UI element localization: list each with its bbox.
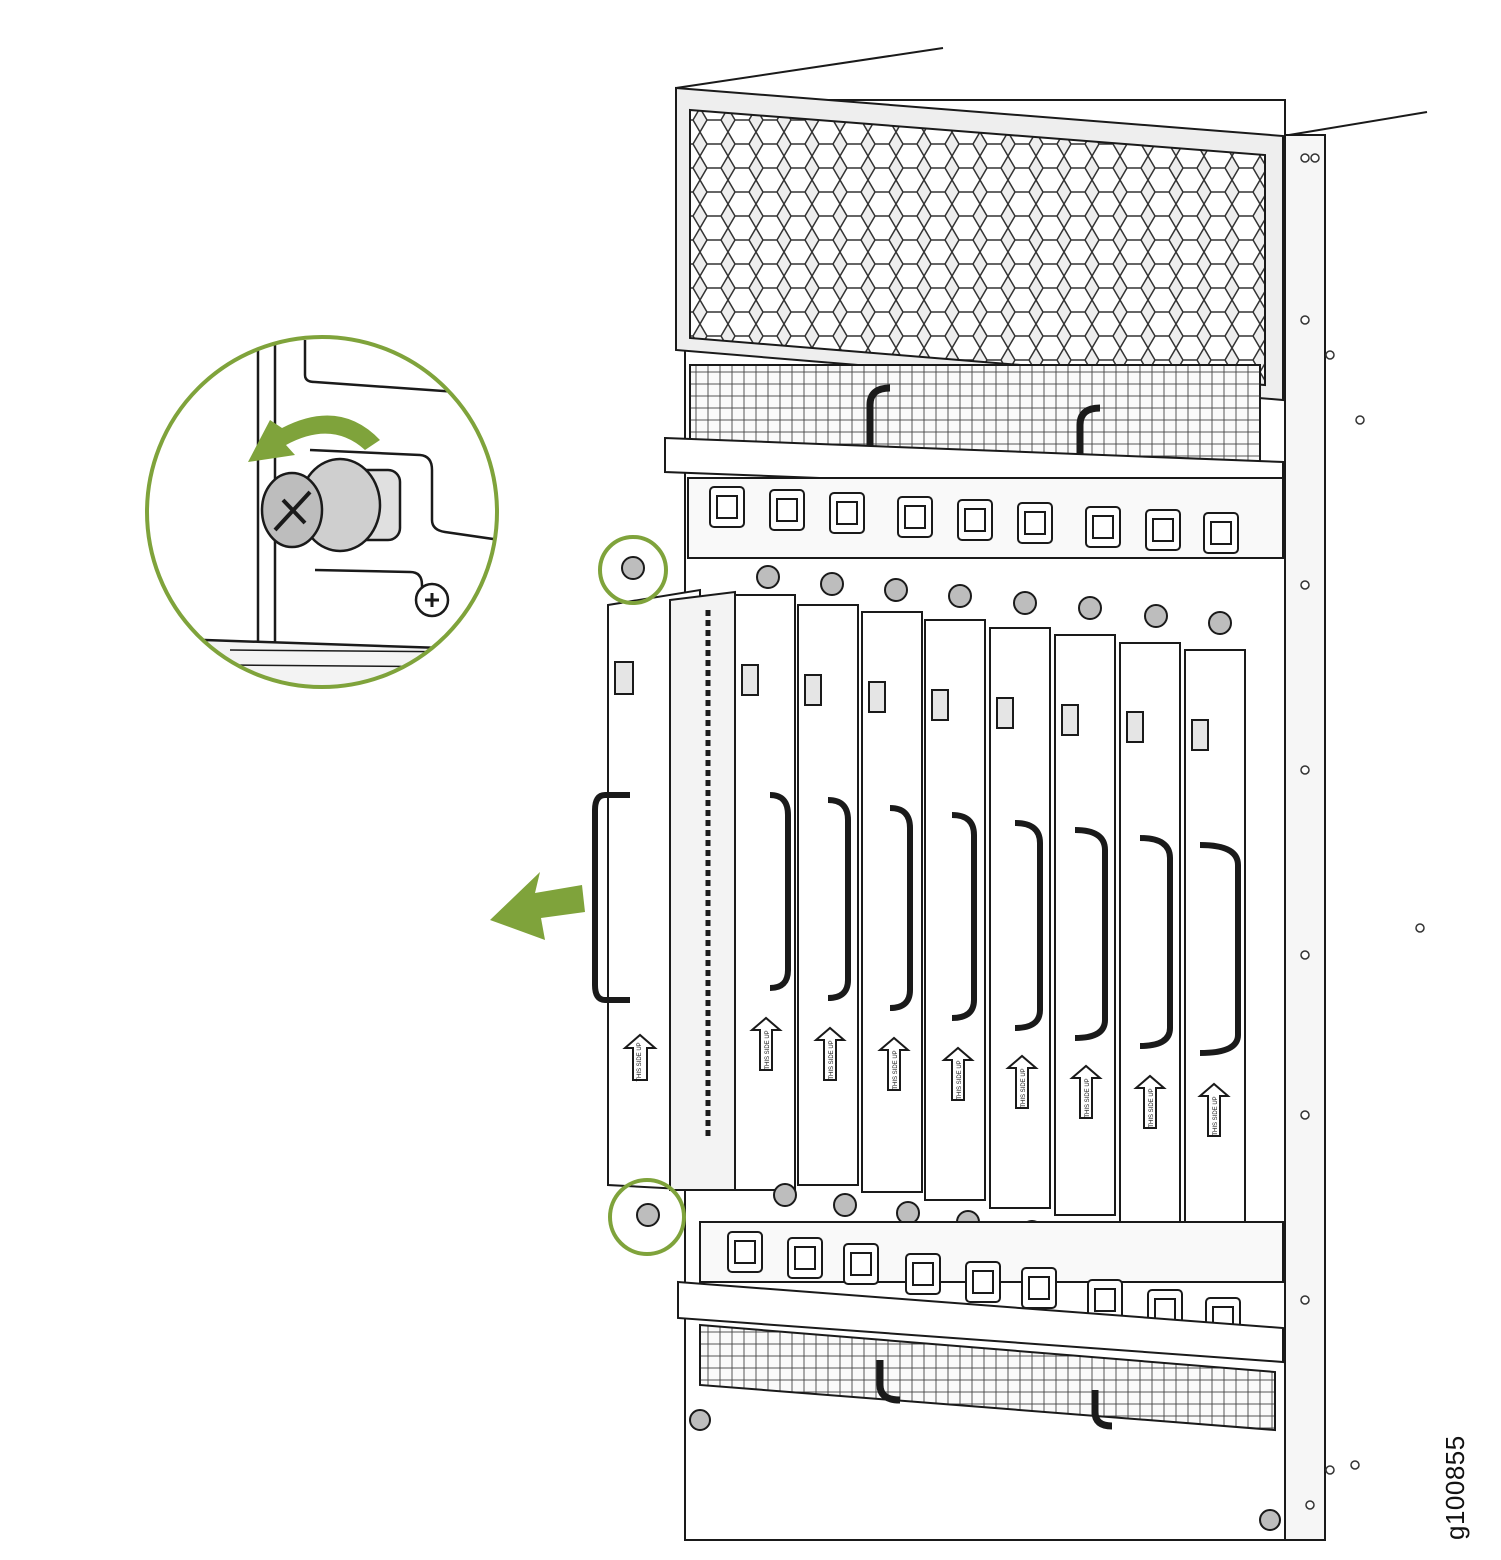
captive-screw-icon [756,565,780,589]
captive-screw-icon [1013,591,1037,615]
pem-module: THIS SIDE UP [924,584,986,1234]
this-side-up-arrow [941,1046,975,1101]
module-label: THIS SIDE UP [1021,1068,1027,1107]
rotate-counterclockwise-arrow-icon [248,415,380,462]
pem-handle [1139,835,1173,1049]
captive-screw-icon [896,1201,920,1225]
pem-module: THIS SIDE UP [1119,604,1181,1267]
pem-handle [1014,820,1043,1031]
power-inlet [957,499,993,541]
pem-handle [951,812,977,1021]
chassis-feet [689,1409,1281,1531]
filter-handle-right [1076,404,1101,480]
captive-screw-icon [1208,611,1232,635]
top-fan-tray [675,86,1284,480]
power-inlet [843,1243,879,1285]
zoom-inset [145,335,499,689]
power-inlet [897,496,933,538]
power-inlet [905,1253,941,1295]
pem-module: THIS SIDE UP [797,572,859,1217]
bottom-captive-screw-highlight [608,1178,686,1256]
chassis-top-edge [675,47,944,89]
this-side-up-arrow [622,1033,658,1081]
top-captive-screw-highlight [598,535,668,605]
module-label: THIS SIDE UP [765,1030,771,1069]
power-inlet [829,492,865,534]
pem-handle [1199,842,1241,1056]
chassis-side-panel [1284,134,1326,1541]
pem-handle [827,797,851,1001]
power-inlet [727,1231,763,1273]
this-side-up-arrow [749,1016,783,1071]
pem-module: THIS SIDE UP [1054,596,1116,1257]
module-label: THIS SIDE UP [893,1050,899,1089]
power-inlet [787,1237,823,1279]
captive-screw-icon [1078,596,1102,620]
this-side-up-arrow [1197,1082,1231,1137]
bottom-power-inlet-row [699,1221,1284,1339]
pem-module: THIS SIDE UP [734,565,797,1207]
removed-pem-module: THIS SIDE UP [592,556,736,1227]
bottom-air-filter [699,1323,1276,1432]
this-side-up-arrow [813,1026,847,1081]
bottom-rail [677,1280,1284,1364]
top-power-inlet-row [687,477,1284,559]
module-label: THIS SIDE UP [1213,1096,1219,1135]
power-inlet [965,1261,1001,1303]
captive-screw-icon [1144,604,1168,628]
captive-screw-icon [833,1193,857,1217]
power-inlet [1203,512,1239,554]
filter-handle-left [866,384,891,470]
module-label: THIS SIDE UP [1149,1088,1155,1127]
captive-screw-icon [621,556,645,580]
module-label: THIS SIDE UP [637,1042,643,1081]
chassis-side-edge [1282,111,1428,137]
power-inlet [1017,502,1053,544]
pem-handle [1074,827,1108,1041]
this-side-up-arrow [1069,1064,1103,1119]
module-label: THIS SIDE UP [957,1060,963,1099]
power-inlet [1085,506,1121,548]
power-inlet [1021,1267,1057,1309]
pem-handle [592,792,630,1003]
pull-out-arrow-icon [490,872,585,940]
module-label: THIS SIDE UP [1085,1078,1091,1117]
zoom-inset-border [145,335,499,689]
pem-module: THIS SIDE UP [861,578,923,1225]
captive-screw-icon [260,457,402,553]
power-inlet [769,489,805,531]
pem-module: THIS SIDE UP [1184,611,1246,1277]
side-panel-holes [1300,153,1425,1510]
filter-handle-left [876,1360,901,1404]
filter-handle-right [1091,1390,1113,1430]
pem-handle [889,805,913,1011]
this-side-up-arrow [1005,1054,1039,1109]
pem-module: THIS SIDE UP [989,591,1051,1244]
power-inlet [709,486,745,528]
installed-pem-modules: THIS SIDE UP THIS SIDE UP THIS SIDE UP [734,565,1246,1277]
pem-handle [769,792,791,991]
captive-screw-icon [773,1183,797,1207]
figure-id-label: g100855 [1440,1435,1470,1540]
captive-screw-icon [636,1203,660,1227]
this-side-up-arrow [1133,1074,1167,1129]
captive-screw-icon [948,584,972,608]
module-label: THIS SIDE UP [829,1040,835,1079]
power-inlet [1145,509,1181,551]
captive-screw-icon [820,572,844,596]
captive-screw-icon [884,578,908,602]
this-side-up-arrow [877,1036,911,1091]
